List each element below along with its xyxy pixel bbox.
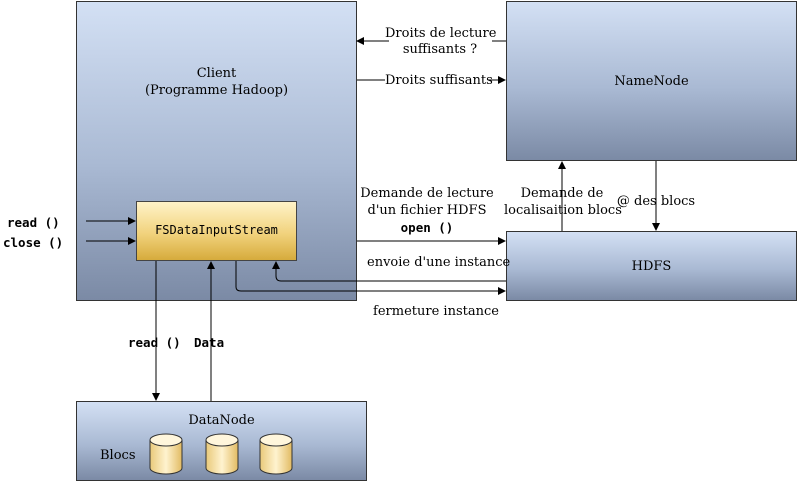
hdfs-box [506, 231, 797, 301]
label-droits-question-2: suffisants ? [402, 42, 478, 57]
label-demande-loc-2: localisaition blocs [504, 203, 622, 218]
label-data: Data [194, 335, 225, 350]
label-demande-lecture-1: Demande de lecture [360, 186, 494, 201]
label-open-call: open () [400, 220, 454, 235]
label-read-datanode: read () [128, 335, 181, 350]
label-droits-suffisants: Droits suffisants [385, 73, 493, 88]
block-cylinder-2 [205, 433, 239, 475]
arrow-envoie-instance [272, 261, 506, 282]
client-subtitle: (Programme Hadoop) [144, 83, 289, 98]
hdfs-label: HDFS [631, 259, 672, 274]
label-droits-question-1: Droits de lecture [385, 26, 497, 41]
fsdatainputstream-box [136, 201, 297, 261]
datanode-label: DataNode [188, 413, 255, 428]
label-demande-loc-1: Demande de [520, 186, 604, 201]
label-fermeture-instance: fermeture instance [373, 304, 499, 319]
namenode-box [506, 1, 797, 161]
blocs-label: Blocs [100, 448, 136, 463]
label-left-read: read () [7, 215, 60, 230]
label-envoie-instance: envoie d'une instance [367, 255, 511, 270]
fsdatainputstream-label: FSDataInputStream [155, 223, 278, 237]
client-title: Client [196, 66, 237, 81]
block-cylinder-3 [259, 433, 293, 475]
block-cylinder-1 [149, 433, 183, 475]
namenode-label: NameNode [614, 74, 689, 89]
arrow-fermeture [235, 261, 506, 295]
label-adresse-blocs: @ des blocs [616, 194, 696, 209]
label-left-close: close () [3, 235, 64, 250]
label-demande-lecture-2: d'un fichier HDFS [367, 203, 487, 218]
